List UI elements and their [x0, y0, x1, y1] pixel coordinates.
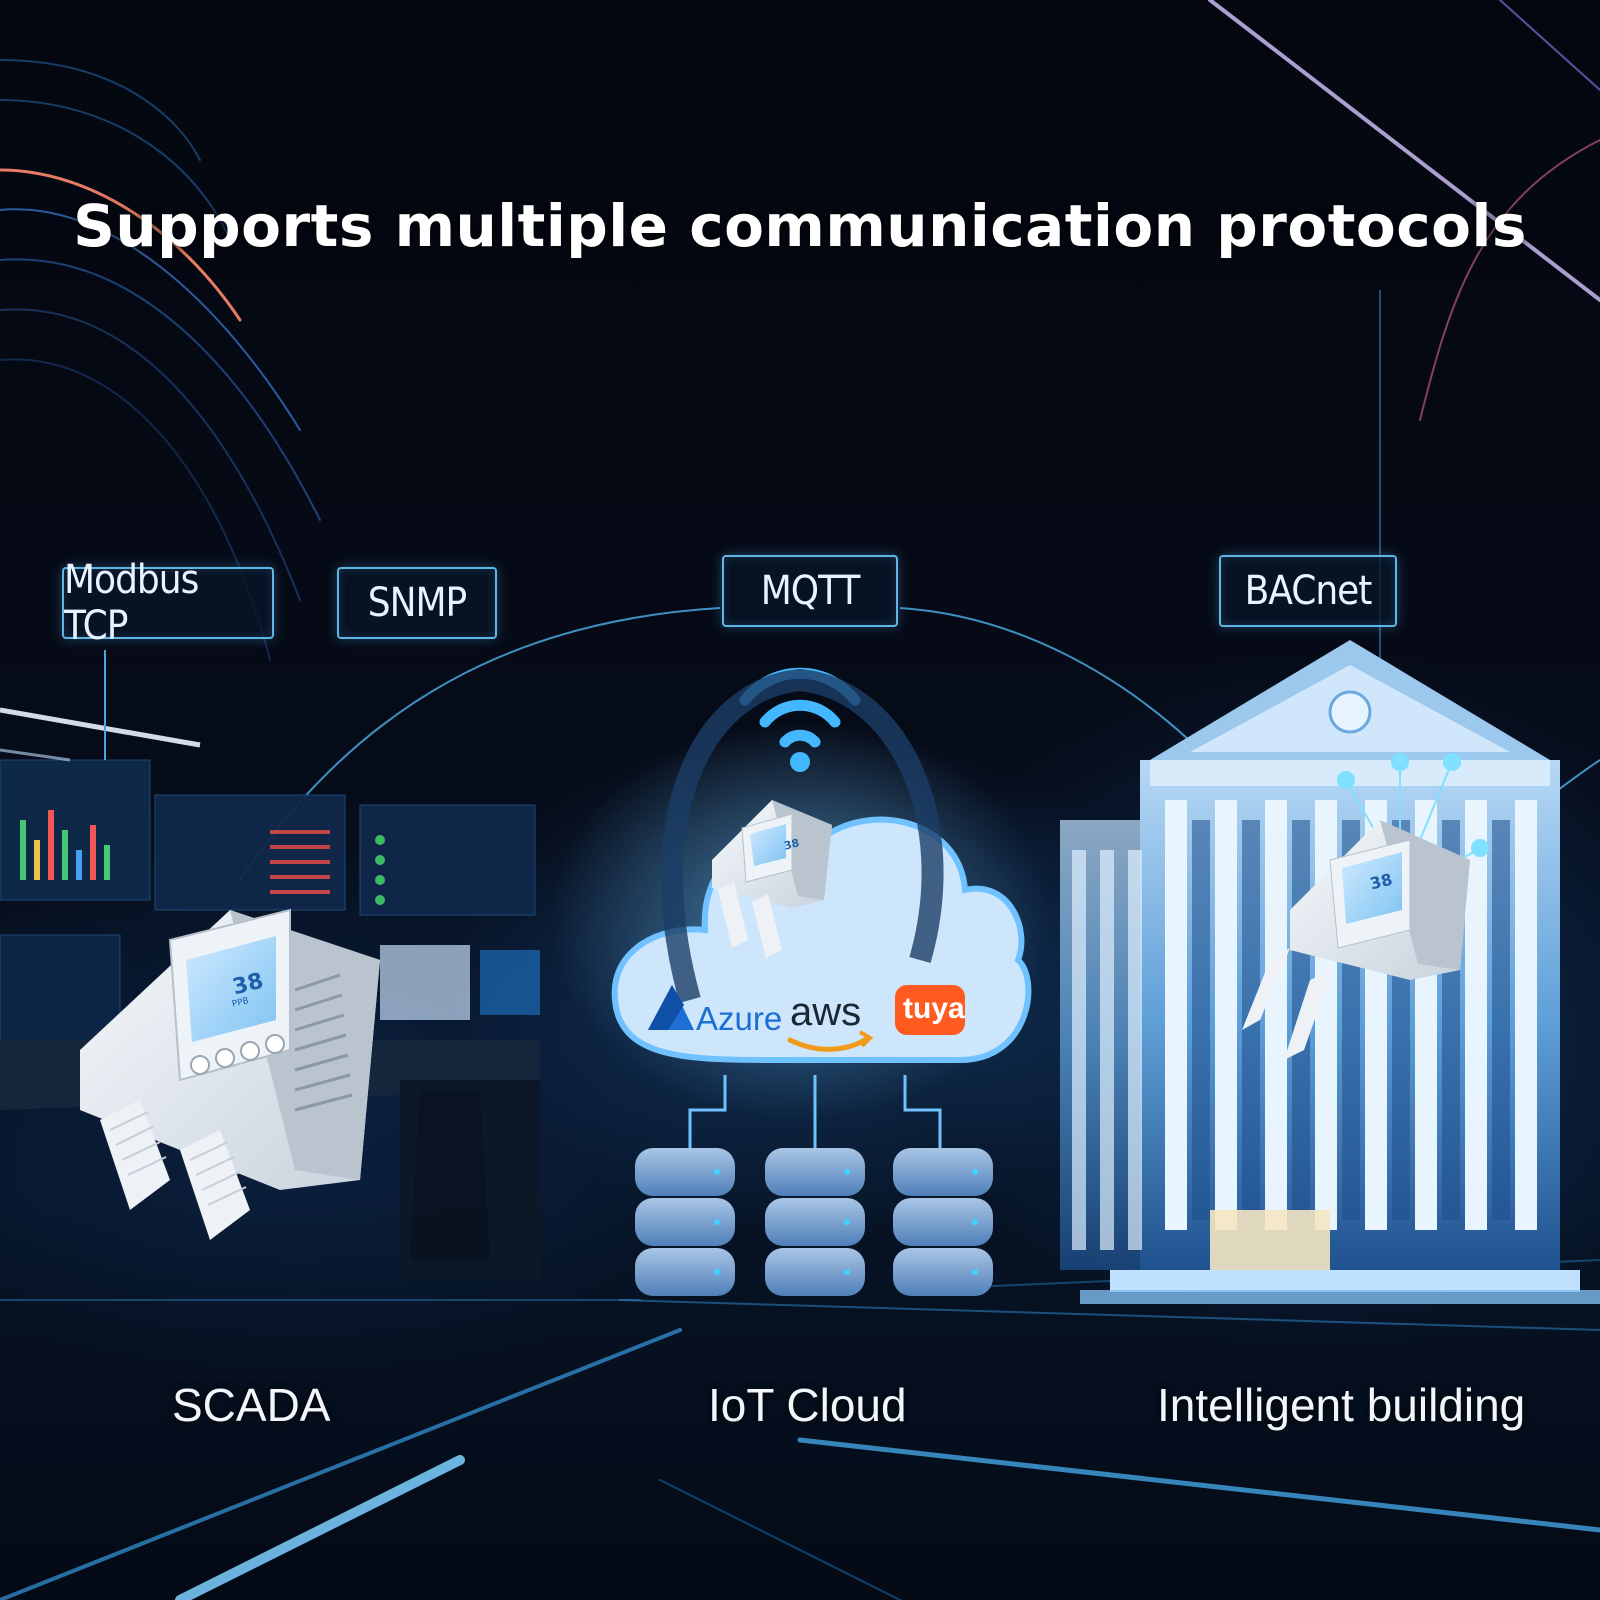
protocol-label: BACnet: [1244, 568, 1373, 614]
protocol-label: MQTT: [760, 568, 861, 614]
protocol-snmp: SNMP: [337, 567, 497, 639]
server-stack-icon: [635, 1148, 993, 1296]
protocol-bacnet: BACnet: [1219, 555, 1397, 627]
protocol-label: Modbus TCP: [64, 557, 199, 649]
protocol-label: SNMP: [367, 580, 468, 626]
aws-smile-icon: [787, 1035, 871, 1052]
azure-logo-text: Azure: [696, 1000, 783, 1037]
label-intelligent-building: Intelligent building: [1157, 1379, 1526, 1431]
protocol-mqtt: MQTT: [722, 555, 898, 627]
label-iot-cloud: IoT Cloud: [708, 1379, 907, 1431]
protocol-modbus-tcp: Modbus TCP: [62, 557, 274, 649]
tuya-logo-icon: [895, 985, 965, 1035]
page-title: Supports multiple communication protocol…: [73, 192, 1527, 260]
cloud-device: [712, 800, 832, 958]
aws-logo-text: aws: [790, 990, 862, 1034]
label-scada: SCADA: [172, 1379, 331, 1431]
building-device: [1242, 820, 1470, 1060]
tuya-logo-text: tuya: [903, 992, 965, 1025]
scada-device: [80, 908, 380, 1240]
